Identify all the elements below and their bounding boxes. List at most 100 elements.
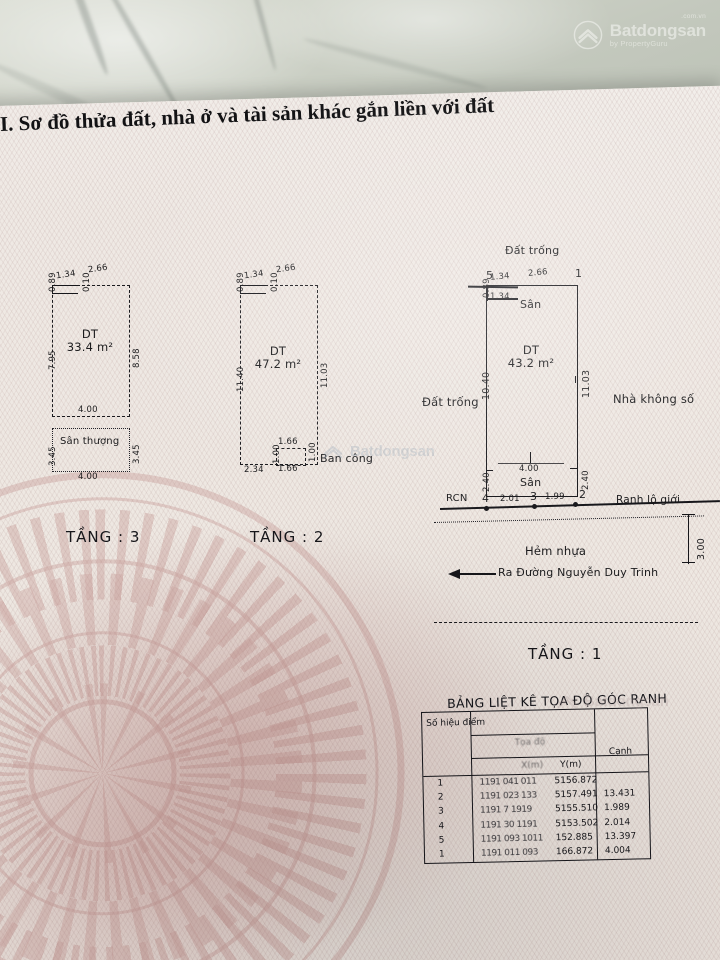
floor2-dim-bottom: 2.34 [244, 465, 264, 475]
floor3-dim-terrace-left: 3.45 [48, 446, 58, 466]
floor2-balcony-label: Ban công [320, 452, 374, 465]
corner-point-5: 5 [486, 269, 494, 282]
center-watermark-text-2: Batdongsan [584, 692, 669, 710]
floor2-dim-balcony-bottom: 1.66 [278, 464, 298, 474]
floor1-dim-right: 11.03 [581, 369, 592, 398]
floor1-yard-bottom-label: Sân [520, 476, 542, 489]
floor2-outline [240, 285, 318, 465]
brand-tagline: by PropertyGuru [609, 38, 668, 48]
brand-tld: .com.vn [681, 12, 706, 20]
floor3-dim-bottom: 4.00 [78, 405, 98, 415]
page-title: I. Sơ đồ thửa đất, nhà ở và tài sản khác… [0, 93, 495, 136]
coord-row-x: 1191 011 093 [480, 847, 539, 859]
alley-label: Hẻm nhựa [525, 544, 587, 558]
neighbor-left-label: Đất trống [422, 395, 479, 409]
batdongsan-house-icon [573, 20, 603, 50]
coord-row-point: 5 [438, 835, 445, 846]
floor3-dim-terrace-right: 3.45 [132, 444, 142, 464]
coord-row-edge: 2.014 [604, 817, 631, 828]
center-watermark-text: Batdongsan [350, 442, 435, 460]
floor1-area-label: DT [522, 343, 540, 357]
floor1-dim-bottom-left-v: 2.40 [482, 472, 492, 492]
to-street-label: Ra Đường Nguyễn Duy Trinh [498, 566, 659, 579]
boundary-label: Ranh lộ giới [616, 494, 681, 506]
floor1-label: TẦNG : 1 [528, 645, 603, 663]
floor1-area-value: 43.2 m² [507, 356, 555, 370]
center-watermark-2: Batdongsan [556, 690, 669, 712]
floor1-dim-left-small-b: 1.34 [490, 292, 510, 302]
floor1-dim-mid: 4.00 [519, 464, 539, 474]
coord-row-x: 1191 30 1191 [480, 819, 538, 831]
coord-row-point: 1 [437, 778, 444, 789]
floor1-dim-top-left: 1.34 [489, 271, 511, 283]
coord-row-point: 1 [438, 849, 445, 860]
coord-col-y: Y(m) [560, 759, 582, 771]
floor2-dim-left-small-a: 0.89 [236, 272, 246, 292]
rcn-label: RCN [446, 493, 468, 504]
floor3-outline [52, 285, 130, 417]
floor3-dim-left-small-b: 0.10 [82, 272, 92, 292]
coord-col-edge: Cạnh [608, 746, 633, 758]
coord-row-y: 5153.502 [555, 817, 599, 829]
alley-width-dim: 3.00 [696, 538, 707, 560]
coord-col-point-line1: Số hiệu điểm [426, 717, 486, 729]
arrow-left-icon [448, 569, 460, 579]
coord-row-x: 1191 041 011 [479, 776, 537, 788]
floor2-dim-balcony-left: 1.00 [272, 444, 282, 464]
batdongsan-logo-icon [323, 445, 343, 459]
coord-row-y: 5156.872 [554, 775, 598, 787]
alley-edge [433, 515, 704, 523]
floor3-label: TẦNG : 3 [66, 528, 141, 546]
coord-row-point: 3 [437, 806, 444, 818]
floor3-area-block: DT 33.4 m² [52, 328, 128, 354]
coord-col-x: X(m) [521, 760, 544, 771]
floor-plan-1: Đất trống 5 1 1.34 2.66 0.89 1.34 Sân 10… [420, 240, 720, 680]
floor1-yard-top-label: Sân [520, 298, 542, 311]
floor2-dim-left-small-b: 0.10 [270, 272, 280, 292]
floor1-lot-outline [486, 285, 578, 497]
floor3-dim-left-small-a: 0.89 [48, 272, 58, 292]
floor3-area-label: DT [81, 327, 99, 341]
floor2-dim-top-left: 1.34 [243, 268, 265, 282]
floor-plan-2: 1.34 2.66 0.89 0.10 11.40 11.03 DT 47.2 … [210, 240, 430, 560]
neighbor-right-label: Nhà không số [613, 392, 695, 406]
floor1-dim-bottom-a: 2.01 [500, 494, 520, 504]
coord-row-x: 1191 093 1011 [480, 833, 543, 845]
coord-row-point: 2 [437, 792, 444, 803]
floor3-dim-top-left: 1.34 [55, 268, 77, 282]
coord-row-point: 4 [438, 821, 445, 832]
corner-point-4: 4 [482, 492, 490, 505]
floor2-dim-balcony-right: 1.00 [308, 442, 318, 462]
batdongsan-logo-icon-2 [557, 695, 577, 709]
floor2-dim-balcony-top: 1.66 [278, 437, 298, 447]
floor2-label: TẦNG : 2 [250, 528, 325, 546]
coord-row-y: 5155.510 [554, 803, 599, 815]
brand-name: Batdongsan [609, 20, 706, 40]
coord-row-y: 152.885 [555, 832, 593, 844]
floor1-dim-bottom-b: 1.99 [545, 492, 565, 502]
floor3-area-value: 33.4 m² [66, 340, 114, 354]
section-separator [434, 622, 698, 623]
coord-row-x: 1191 023 133 [479, 790, 537, 802]
coord-row-edge: 13.397 [604, 831, 637, 842]
floor2-balcony-outline [276, 448, 306, 466]
floor1-area-block: DT 43.2 m² [486, 344, 576, 370]
neighbor-top-label: Đất trống [505, 244, 560, 257]
coord-row-x: 1191 7 1919 [479, 805, 532, 817]
center-watermark: Batdongsan [322, 440, 435, 462]
coord-row-edge: 1.989 [603, 803, 630, 814]
floor2-area-value: 47.2 m² [254, 357, 302, 371]
floor1-dim-top-right: 2.66 [527, 267, 549, 279]
coord-row-y: 5157.491 [554, 789, 598, 801]
floor2-area-block: DT 47.2 m² [240, 345, 316, 371]
corner-point-3: 3 [530, 490, 538, 503]
corner-point-2: 2 [579, 488, 587, 501]
coord-row-edge: 13.431 [603, 788, 636, 800]
floor3-terrace-label: Sân thượng [60, 436, 120, 447]
floor-plan-3: 1.34 2.66 0.89 0.10 7.95 8.58 DT 33.4 m²… [0, 240, 210, 560]
brand-watermark: .com.vn Batdongsan by PropertyGuru [573, 13, 706, 50]
corner-point-1: 1 [575, 267, 583, 280]
floor3-dim-right: 8.58 [132, 348, 142, 368]
floor2-dim-right: 11.03 [320, 362, 330, 388]
